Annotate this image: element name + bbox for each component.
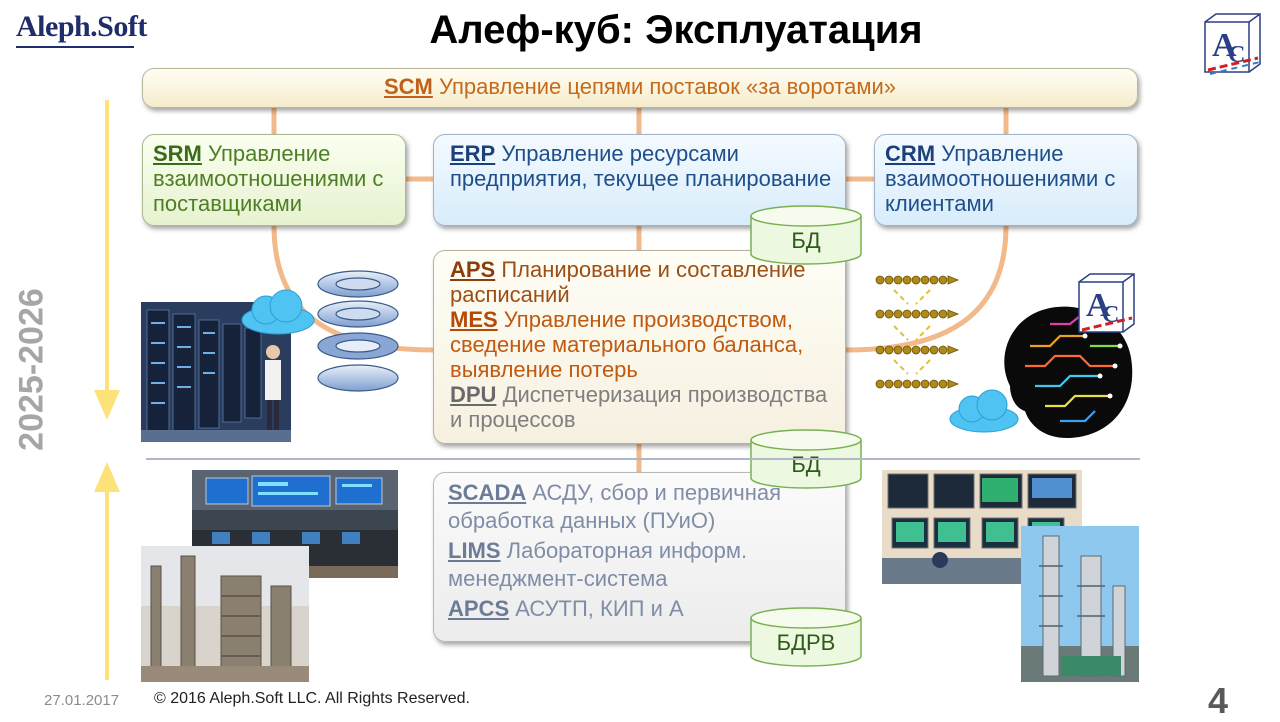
- crm-abbr: CRM: [885, 141, 936, 166]
- database-label: БД: [791, 452, 821, 477]
- neural-network-icon: [875, 275, 960, 389]
- lims-text: Лабораторная информ. менеджмент-система: [448, 538, 748, 591]
- scada-text: АСДУ, сбор и первичная обработка данных …: [448, 480, 782, 533]
- page-title: Алеф-куб: Эксплуатация: [429, 8, 923, 52]
- scm-text: Управление цепями поставок «за воротами»: [432, 74, 897, 99]
- crm-box[interactable]: CRM Управление взаимоотношениями с клиен…: [874, 134, 1138, 226]
- scm-abbr: SCM: [383, 74, 433, 99]
- database-mes[interactable]: БД: [749, 428, 863, 490]
- scm-box[interactable]: SCM Управление цепями поставок «за ворот…: [142, 68, 1138, 108]
- page-number: 4: [1208, 680, 1229, 721]
- aps-abbr: APS: [450, 257, 496, 282]
- mes-abbr: MES: [450, 307, 498, 332]
- refinery-tower-image: [1021, 526, 1139, 682]
- srm-abbr: SRM: [153, 141, 202, 166]
- crm-text: Управление взаимоотношениями с клиентами: [885, 141, 1116, 216]
- lims-abbr: LIMS: [448, 538, 501, 563]
- erp-text: Управление ресурсами предприятия, текуще…: [450, 141, 832, 191]
- logo-underline: [16, 46, 134, 48]
- erp-abbr: ERP: [450, 141, 496, 166]
- database-icon: [750, 429, 862, 489]
- database-icon: [750, 607, 862, 667]
- scada-item: SCADA АСДУ, сбор и первичная обработка д…: [448, 479, 835, 535]
- mes-box[interactable]: APS Планирование и составление расписани…: [433, 250, 846, 444]
- lims-item: LIMS Лабораторная информ. менеджмент-сис…: [448, 537, 835, 593]
- mes-item: MES Управление производством, сведение м…: [450, 307, 835, 382]
- years-label: 2025-2026: [2, 272, 62, 462]
- footer-copyright: © 2016 Aleph.Soft LLC. All Rights Reserv…: [154, 690, 470, 707]
- database-erp[interactable]: БД: [749, 204, 863, 266]
- svg-text:C: C: [1102, 302, 1119, 328]
- database-label: БД: [791, 228, 821, 253]
- cloud-icon: [949, 389, 1019, 433]
- aleph-soft-logo: Aleph.Soft: [16, 10, 147, 43]
- apcs-item: APCS АСУТП, КИП и А: [448, 595, 835, 623]
- aleph-cube-logo-icon: A C: [1204, 13, 1261, 75]
- scada-abbr: SCADA: [448, 480, 527, 505]
- years-text: 2025-2026: [12, 288, 51, 451]
- mes-text: Управление производством, сведение матер…: [450, 307, 804, 382]
- level-divider: [146, 458, 1140, 460]
- database-icon: [750, 205, 862, 265]
- apcs-abbr: APCS: [448, 596, 510, 621]
- srm-box[interactable]: SRM Управление взаимоотношениями с поста…: [142, 134, 406, 226]
- svg-text:A: A: [1086, 287, 1111, 324]
- footer-date: 27.01.2017: [44, 692, 120, 709]
- aleph-cube-small-icon: A C: [1078, 273, 1135, 333]
- data-layers-icon: [317, 270, 399, 392]
- scada-box[interactable]: SCADA АСДУ, сбор и первичная обработка д…: [433, 472, 846, 642]
- refinery-image: [141, 546, 309, 682]
- dpu-abbr: DPU: [450, 382, 497, 407]
- aps-item: APS Планирование и составление расписани…: [450, 257, 835, 307]
- apcs-text: АСУТП, КИП и А: [509, 596, 684, 621]
- aps-text: Планирование и составление расписаний: [450, 257, 806, 307]
- svg-text:C: C: [1228, 42, 1245, 68]
- dpu-text: Диспетчеризация производства и процессов: [450, 382, 828, 432]
- dpu-item: DPU Диспетчеризация производства и проце…: [450, 382, 835, 432]
- cloud-icon: [241, 289, 315, 335]
- database-label: БДРВ: [776, 630, 836, 655]
- srm-text: Управление взаимоотношениями с поставщик…: [153, 141, 384, 216]
- database-realtime[interactable]: БДРВ: [749, 606, 863, 668]
- svg-text:A: A: [1212, 27, 1237, 64]
